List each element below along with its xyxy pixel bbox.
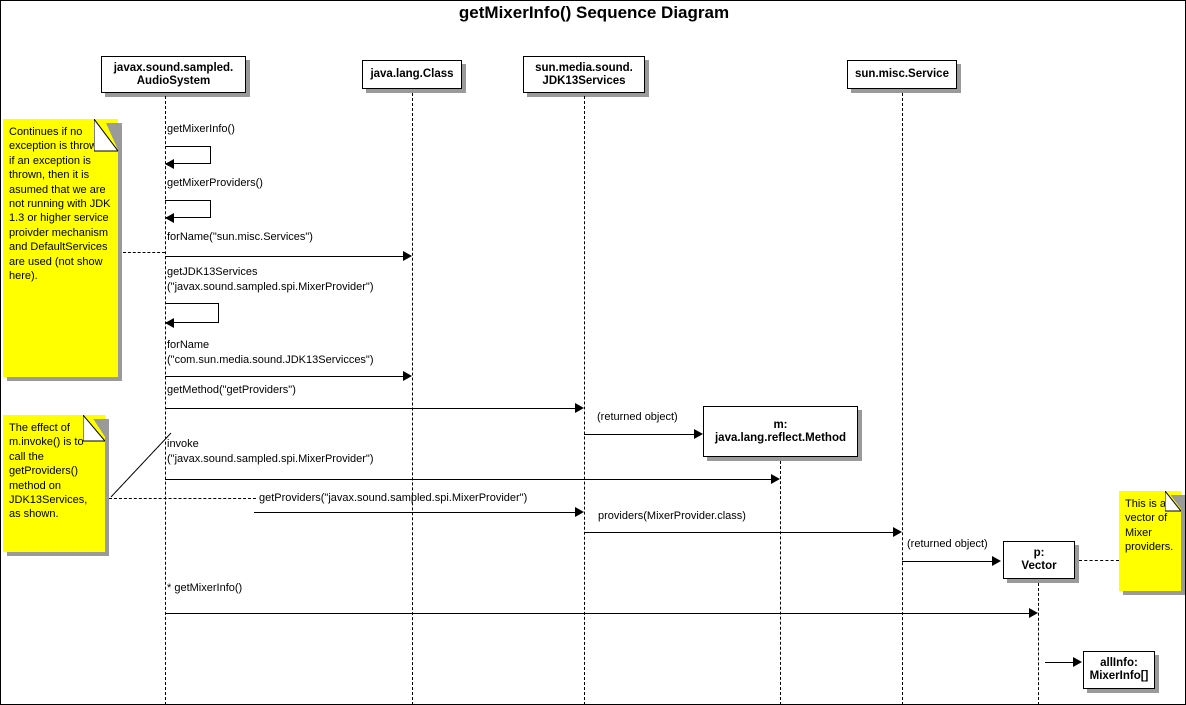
note-vector: This is a vector of Mixer providers. (1119, 491, 1185, 595)
message-line-m11 (902, 561, 994, 562)
message-line-m13 (1045, 662, 1075, 663)
lifeline-label-line1: sun.media.sound. (535, 61, 633, 74)
arrowhead-m13 (1073, 657, 1082, 667)
message-line-m9 (254, 512, 577, 513)
selfcall-activation-m2 (165, 200, 211, 218)
message-label-m8-line1: invoke (167, 438, 199, 450)
message-label-m11: (returned object) (907, 538, 988, 550)
note-fold-corner-icon (83, 415, 105, 442)
selfcall-activation-m4 (165, 303, 219, 323)
arrowhead-m8 (771, 474, 780, 484)
lifeline-header-sunmiscservice[interactable]: sun.misc.Service (847, 60, 957, 89)
message-label-m8-line2: ("javax.sound.sampled.spi.MixerProvider"… (167, 453, 374, 465)
lifeline-audiosystem (165, 96, 166, 704)
lifeline-label-line1: sun.misc.Service (855, 68, 949, 80)
message-label-m2: getMixerProviders() (167, 177, 263, 189)
object-label-line1: p: (1033, 547, 1045, 559)
message-label-m12: * getMixerInfo() (167, 582, 243, 594)
message-label-m5-line2: ("com.sun.media.sound.JDK13Servicces") (167, 354, 374, 366)
arrowhead-m1 (165, 159, 174, 169)
lifeline-javalangclass (412, 93, 413, 704)
message-label-m9: getProviders("javax.sound.sampled.spi.Mi… (259, 492, 528, 504)
message-line-m5 (165, 376, 405, 377)
message-label-m10: providers(MixerProvider.class) (598, 510, 746, 522)
note-connector-exception (123, 252, 165, 253)
note-fold-corner-icon (1165, 491, 1181, 512)
lifeline-header-jdk13services[interactable]: sun.media.sound. JDK13Services (523, 56, 645, 93)
lifeline-method (780, 461, 781, 704)
message-label-m5-line1: forName (167, 339, 210, 351)
note-connector-invoke-diagonal (110, 432, 172, 498)
note-connector-vector (1079, 560, 1119, 561)
object-box-allinfo[interactable]: allInfo: MixerInfo[] (1083, 651, 1155, 689)
arrowhead-m7 (694, 429, 703, 439)
message-label-m4-line1: getJDK13Services (167, 266, 258, 278)
message-line-m7 (584, 434, 696, 435)
arrowhead-m11 (992, 556, 1001, 566)
arrowhead-m5 (403, 371, 412, 381)
lifeline-label-line1: java.lang.Class (370, 68, 454, 80)
lifeline-header-javalangclass[interactable]: java.lang.Class (362, 60, 462, 89)
page-title: getMixerInfo() Sequence Diagram (458, 3, 730, 22)
object-box-vector[interactable]: p: Vector (1003, 541, 1075, 579)
arrowhead-m6 (575, 403, 584, 413)
note-text: This is a vector of Mixer providers. (1125, 498, 1174, 554)
object-label-line2: Vector (1021, 560, 1057, 572)
message-label-m4-line2: ("javax.sound.sampled.spi.MixerProvider"… (167, 281, 374, 293)
message-line-m8 (165, 479, 773, 480)
object-label-line2: java.lang.reflect.Method (714, 431, 846, 444)
object-box-method[interactable]: m: java.lang.reflect.Method (703, 406, 858, 457)
note-connector-invoke (109, 498, 256, 499)
object-label-line1: m: (773, 418, 788, 431)
lifeline-label-line2: AudioSystem (136, 74, 211, 87)
message-line-m6 (165, 408, 577, 409)
arrowhead-m9 (575, 507, 584, 517)
arrowhead-m4 (165, 318, 174, 328)
lifeline-header-audiosystem[interactable]: javax.sound.sampled. AudioSystem (101, 56, 246, 93)
lifeline-sunmiscservice (902, 93, 903, 704)
message-label-m7: (returned object) (597, 411, 678, 423)
message-line-m12 (165, 613, 1031, 614)
note-exception: Continues if no exception is thrown; if … (3, 119, 122, 381)
selfcall-activation-m1 (165, 146, 211, 164)
message-line-m10 (584, 532, 895, 533)
lifeline-vector (1038, 583, 1039, 704)
message-label-m3: forName("sun.misc.Services") (167, 231, 313, 243)
arrowhead-m10 (893, 527, 902, 537)
lifeline-jdk13services (584, 96, 585, 704)
arrowhead-m2 (165, 213, 174, 223)
arrowhead-m3 (403, 251, 412, 261)
lifeline-label-line2: JDK13Services (542, 74, 626, 87)
note-text: The effect of m.invoke() is to call the … (9, 422, 88, 521)
object-label-line2: MixerInfo[] (1089, 670, 1149, 682)
message-line-m3 (165, 256, 405, 257)
note-invoke: The effect of m.invoke() is to call the … (3, 415, 109, 556)
arrowhead-m12 (1029, 608, 1038, 618)
object-label-line1: allInfo: (1100, 657, 1138, 669)
message-label-m6: getMethod("getProviders") (167, 384, 296, 396)
message-label-m1: getMixerInfo() (167, 123, 235, 135)
note-text: Continues if no exception is thrown; if … (9, 126, 111, 283)
note-fold-corner-icon (94, 119, 118, 152)
lifeline-label-line1: javax.sound.sampled. (113, 61, 234, 74)
